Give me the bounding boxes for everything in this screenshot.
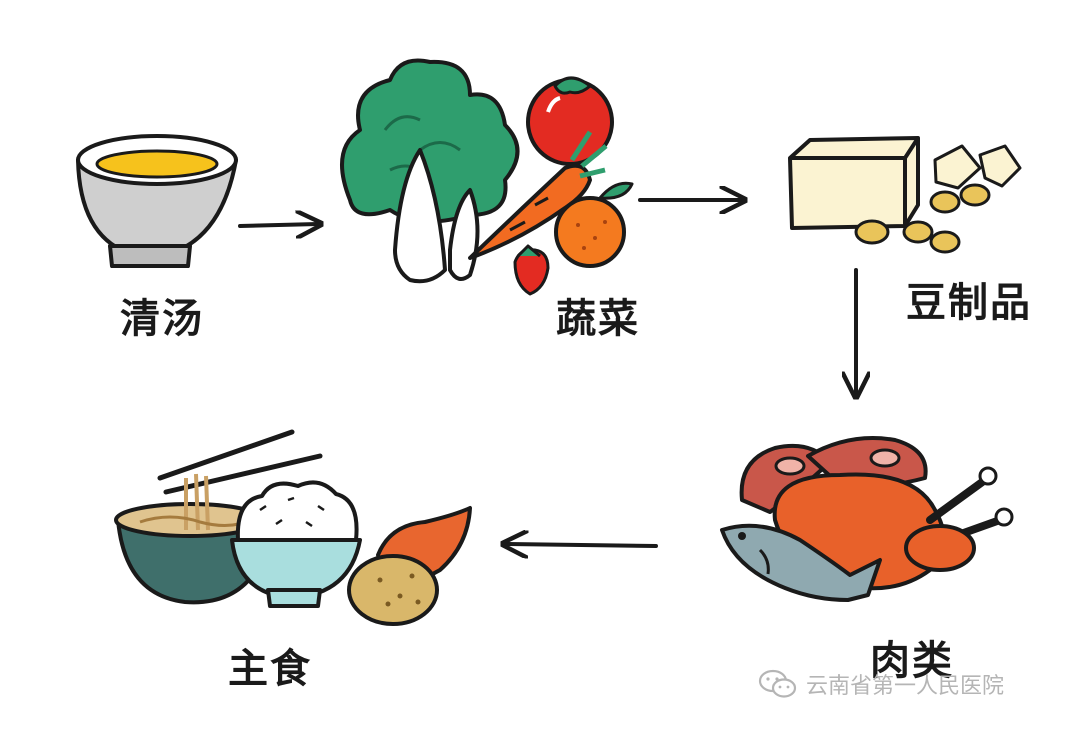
watermark-text: 云南省第一人民医院 bbox=[806, 674, 1005, 699]
meat-icon bbox=[720, 436, 1014, 602]
label-soup: 清汤 bbox=[120, 296, 204, 342]
label-staple-food: 主食 bbox=[228, 646, 312, 692]
label-tofu: 豆制品 bbox=[906, 280, 1032, 326]
arrow-meat-to-staple bbox=[506, 544, 658, 546]
vegetables-icon bbox=[340, 58, 634, 296]
wechat-icon bbox=[758, 669, 797, 698]
watermark: 云南省第一人民医院 bbox=[758, 668, 1004, 700]
tofu-icon bbox=[788, 136, 1022, 254]
label-vegetables: 蔬菜 bbox=[556, 296, 640, 342]
soup-bowl-icon bbox=[76, 134, 238, 268]
arrow-soup-to-vegetables bbox=[238, 224, 318, 226]
staple-food-icon bbox=[114, 429, 472, 626]
label-meat: 肉类 bbox=[870, 638, 954, 684]
